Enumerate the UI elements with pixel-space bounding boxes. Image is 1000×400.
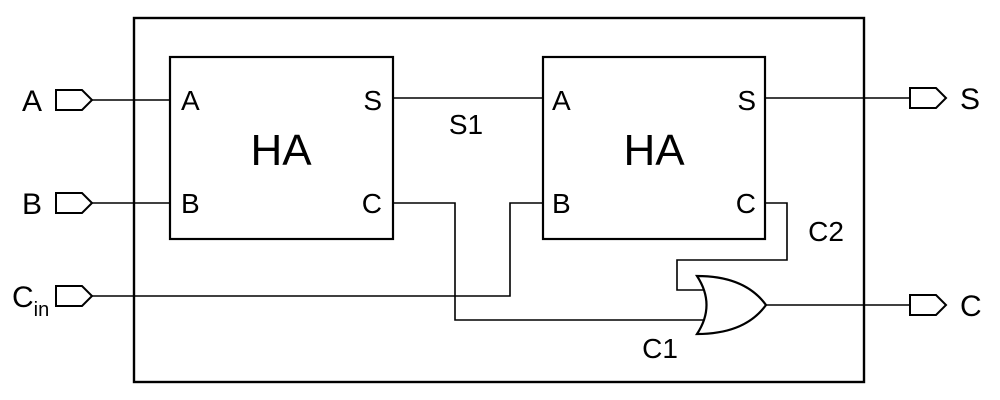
half-adder-2-name: HA (623, 126, 685, 175)
half-adder-1-pin-a: A (181, 85, 200, 116)
wire-c2 (676, 202, 788, 291)
output-port-s: S (909, 83, 980, 116)
wire-cin (92, 202, 543, 297)
net-label-c2: C2 (808, 216, 844, 247)
half-adder-1-pin-s: S (363, 85, 382, 116)
half-adder-2-pin-c: C (736, 188, 756, 219)
half-adder-1-pin-b: B (181, 188, 200, 219)
half-adder-2-pin-s: S (737, 85, 756, 116)
half-adder-2: HA A B S C (541, 55, 767, 241)
input-label-cin: Cin (12, 281, 49, 321)
net-label-s1: S1 (449, 109, 483, 140)
input-port-b: B (22, 188, 94, 221)
half-adder-1: HA A B S C (168, 55, 395, 241)
net-label-c1: C1 (642, 333, 678, 364)
input-port-cin: Cin (12, 281, 94, 321)
output-port-c: C (909, 290, 982, 323)
input-label-a: A (22, 85, 42, 118)
half-adder-1-name: HA (250, 126, 312, 175)
half-adder-1-pin-c: C (362, 188, 382, 219)
input-port-a: A (22, 85, 94, 118)
input-label-cin-subscript: in (34, 299, 50, 321)
input-label-cin-main: C (12, 281, 34, 314)
or-gate (694, 274, 768, 336)
half-adder-2-pin-a: A (552, 85, 571, 116)
half-adder-2-pin-b: B (552, 188, 571, 219)
wire-c1 (393, 202, 710, 321)
module-boundary (132, 16, 866, 384)
output-label-c: C (960, 290, 982, 323)
input-label-b: B (22, 188, 42, 221)
output-label-s: S (960, 83, 980, 116)
